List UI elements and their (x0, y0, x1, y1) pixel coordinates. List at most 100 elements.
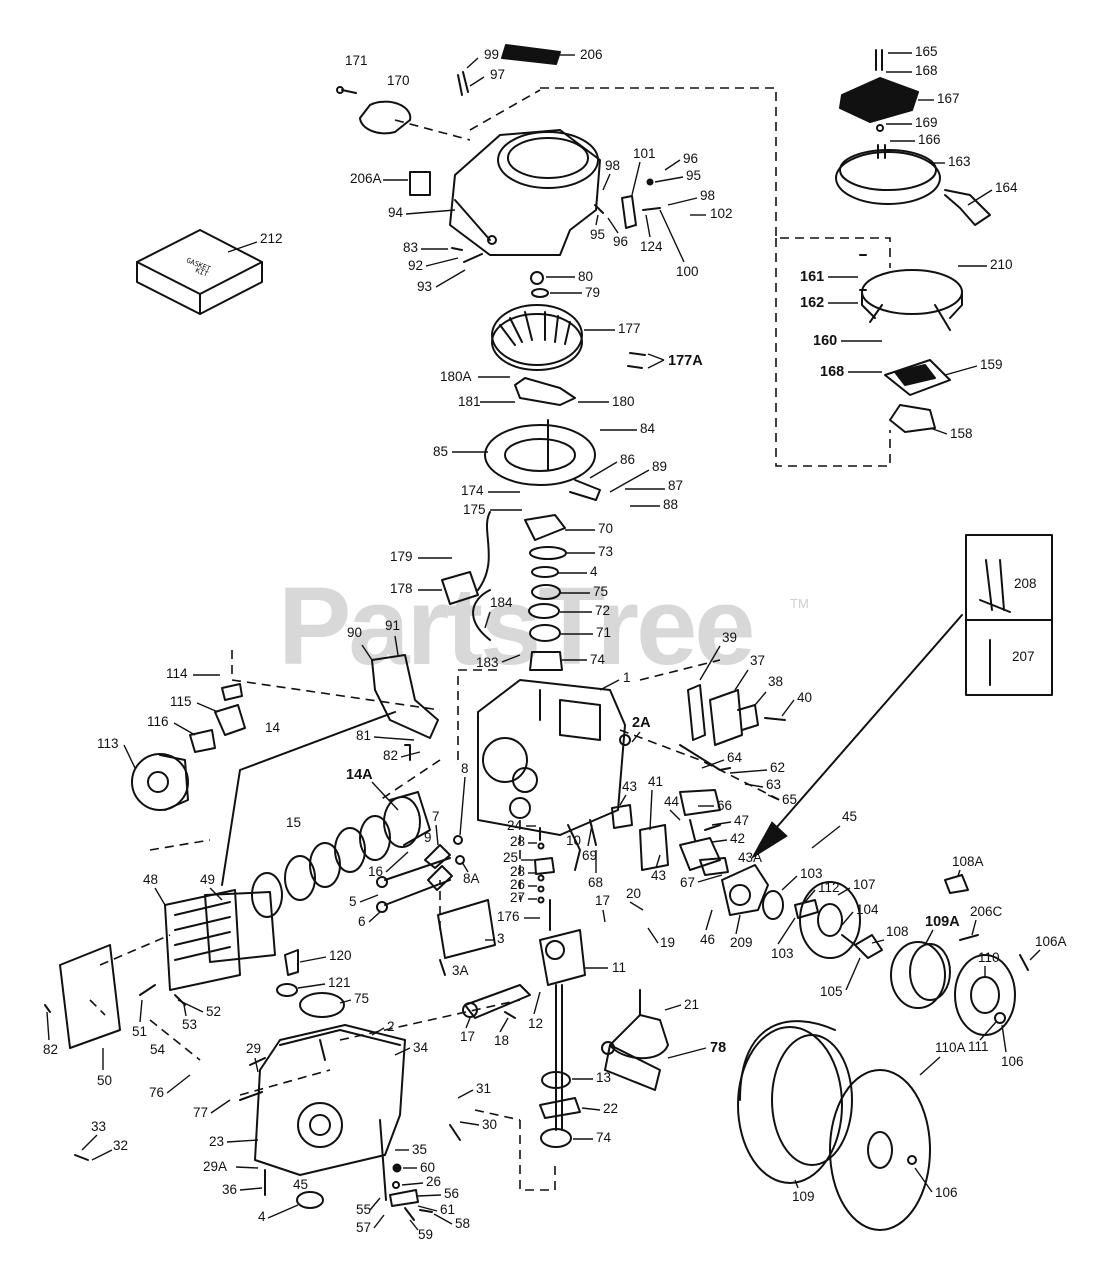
label-35: 35 (412, 1142, 427, 1157)
label-101: 101 (633, 146, 656, 161)
label-178: 178 (390, 581, 413, 596)
label-33: 33 (91, 1119, 106, 1134)
label-90: 90 (347, 625, 362, 640)
label-210: 210 (990, 257, 1013, 272)
label-52: 52 (206, 1004, 221, 1019)
label-112: 112 (818, 880, 840, 895)
label-86: 86 (620, 452, 635, 467)
label-21: 21 (684, 997, 699, 1012)
label-28-a: 28 (510, 834, 525, 849)
label-63: 63 (766, 777, 781, 792)
label-26-b: 26 (426, 1174, 441, 1189)
label-83: 83 (403, 240, 418, 255)
label-107: 107 (853, 877, 876, 892)
label-41: 41 (648, 774, 663, 789)
label-82-b: 82 (43, 1042, 58, 1057)
label-75-a: 75 (593, 584, 608, 599)
label-54: 54 (150, 1042, 166, 1057)
label-55: 55 (356, 1202, 371, 1217)
label-74-a: 74 (590, 652, 606, 667)
label-59: 59 (418, 1227, 433, 1242)
label-26-a: 26 (510, 877, 525, 892)
label-88: 88 (663, 497, 678, 512)
label-96-a: 96 (683, 151, 698, 166)
label-28-b: 28 (510, 864, 525, 879)
label-17-b: 17 (460, 1029, 475, 1044)
carburetor (611, 789, 769, 916)
label-94: 94 (388, 205, 404, 220)
label-42: 42 (730, 831, 745, 846)
label-68: 68 (588, 875, 603, 890)
label-24: 24 (507, 818, 523, 833)
label-96-b: 96 (613, 234, 628, 249)
crankcase-cover (239, 992, 406, 1209)
label-72: 72 (595, 603, 610, 618)
label-3: 3 (497, 931, 505, 946)
label-14A: 14A (346, 767, 373, 783)
label-39: 39 (722, 630, 737, 645)
label-30: 30 (482, 1117, 497, 1132)
label-82-a: 82 (383, 748, 398, 763)
label-25: 25 (503, 850, 518, 865)
label-170: 170 (387, 73, 410, 88)
label-212: 212 (260, 231, 283, 246)
label-95-a: 95 (686, 168, 701, 183)
label-75-b: 75 (354, 991, 369, 1006)
label-163: 163 (948, 154, 971, 169)
gasket-kit-box: GASKET KIT (136, 229, 263, 315)
label-84: 84 (640, 421, 656, 436)
label-158: 158 (950, 426, 973, 441)
label-168-b: 168 (820, 364, 844, 380)
label-106A: 106A (1035, 934, 1067, 949)
label-1: 1 (623, 670, 631, 685)
label-171: 171 (345, 53, 368, 68)
label-174: 174 (461, 483, 484, 498)
breather-cover (437, 899, 496, 976)
label-184: 184 (490, 595, 513, 610)
label-31: 31 (476, 1081, 491, 1096)
label-18: 18 (494, 1033, 509, 1048)
valves-springs (376, 835, 465, 913)
decal-boxes (965, 534, 1053, 696)
linkage-parts (619, 684, 786, 771)
label-99: 99 (484, 47, 499, 62)
label-177A: 177A (668, 353, 703, 369)
label-8A: 8A (463, 871, 480, 886)
label-166: 166 (918, 132, 941, 147)
label-109: 109 (792, 1189, 815, 1204)
blower-housing (449, 129, 601, 256)
ignition-coil (441, 511, 491, 605)
stator-plate (484, 377, 601, 501)
housing-small-parts (336, 44, 661, 263)
label-73: 73 (598, 544, 613, 559)
head-bolts (44, 949, 299, 1161)
assembly-dash-lines (89, 87, 891, 1191)
label-45-b: 45 (293, 1177, 308, 1192)
cylinder-baffle (371, 654, 439, 739)
label-8: 8 (461, 761, 469, 776)
label-81: 81 (356, 728, 371, 743)
label-91: 91 (385, 618, 400, 633)
label-57: 57 (356, 1220, 371, 1235)
label-51: 51 (132, 1024, 147, 1039)
label-100: 100 (676, 264, 699, 279)
label-209: 209 (730, 935, 753, 950)
label-76: 76 (149, 1085, 164, 1100)
bearing-stack (472, 514, 567, 671)
label-109A: 109A (925, 914, 960, 930)
label-98-a: 98 (605, 158, 620, 173)
label-104: 104 (856, 902, 879, 917)
cylinder-block (477, 679, 626, 836)
piston-rings (221, 711, 431, 918)
air-cleaner (835, 49, 991, 226)
label-116: 116 (147, 714, 169, 729)
label-44: 44 (664, 794, 680, 809)
label-27: 27 (510, 890, 525, 905)
label-93: 93 (417, 279, 432, 294)
label-176: 176 (497, 909, 520, 924)
label-108: 108 (886, 924, 909, 939)
label-106-b: 106 (935, 1185, 958, 1200)
label-103-b: 103 (771, 946, 794, 961)
label-110: 110 (978, 950, 1000, 965)
label-115: 115 (170, 694, 192, 709)
